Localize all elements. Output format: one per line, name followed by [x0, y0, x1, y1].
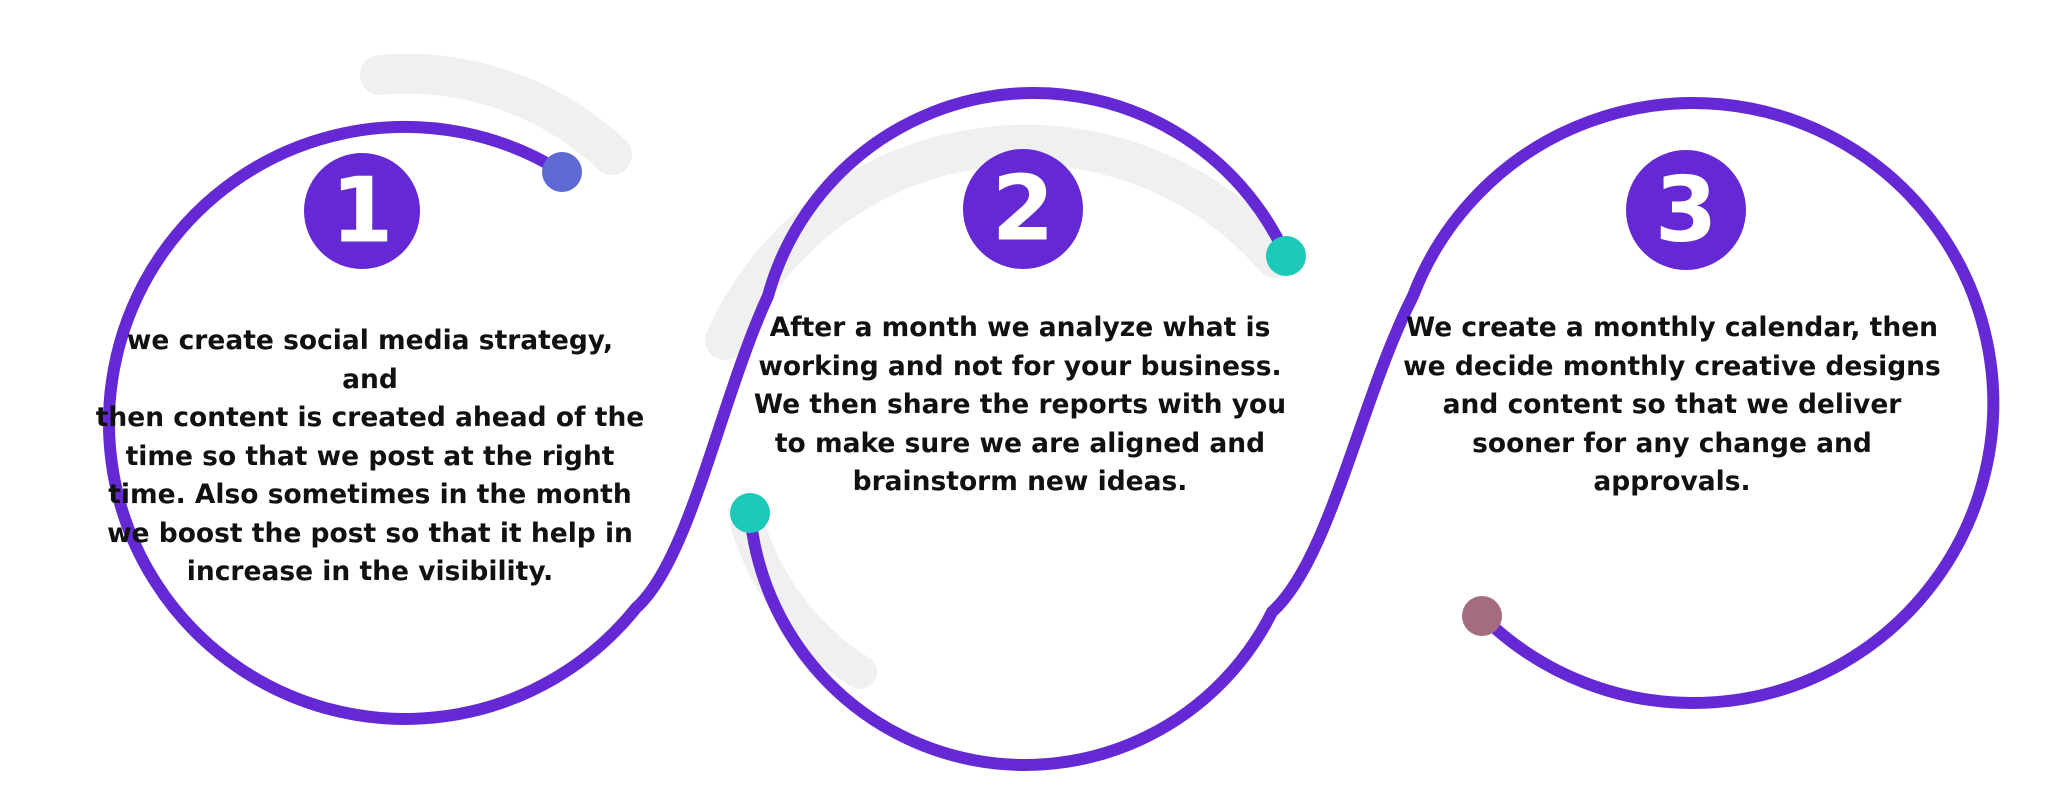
step-2-badge: 2: [963, 149, 1083, 269]
step-2-description: After a month we analyze what is working…: [753, 312, 1287, 497]
step-2-number: 2: [992, 157, 1055, 262]
step-3-badge: 3: [1626, 150, 1746, 270]
serpentine-path: [102, 86, 2000, 771]
step-1-description: we create social media strategy, and the…: [95, 325, 645, 587]
step-3-description: We create a monthly calendar, then we de…: [1403, 312, 1941, 497]
step-1-number: 1: [331, 159, 394, 264]
step-3-number: 3: [1655, 158, 1718, 263]
shadow-arc-1: [360, 53, 632, 175]
end-dot: [1462, 596, 1502, 636]
step-1-badge: 1: [304, 153, 420, 269]
connector-dot-1: [1266, 236, 1306, 276]
start-dot: [542, 152, 582, 192]
connector-dot-2: [730, 493, 770, 533]
